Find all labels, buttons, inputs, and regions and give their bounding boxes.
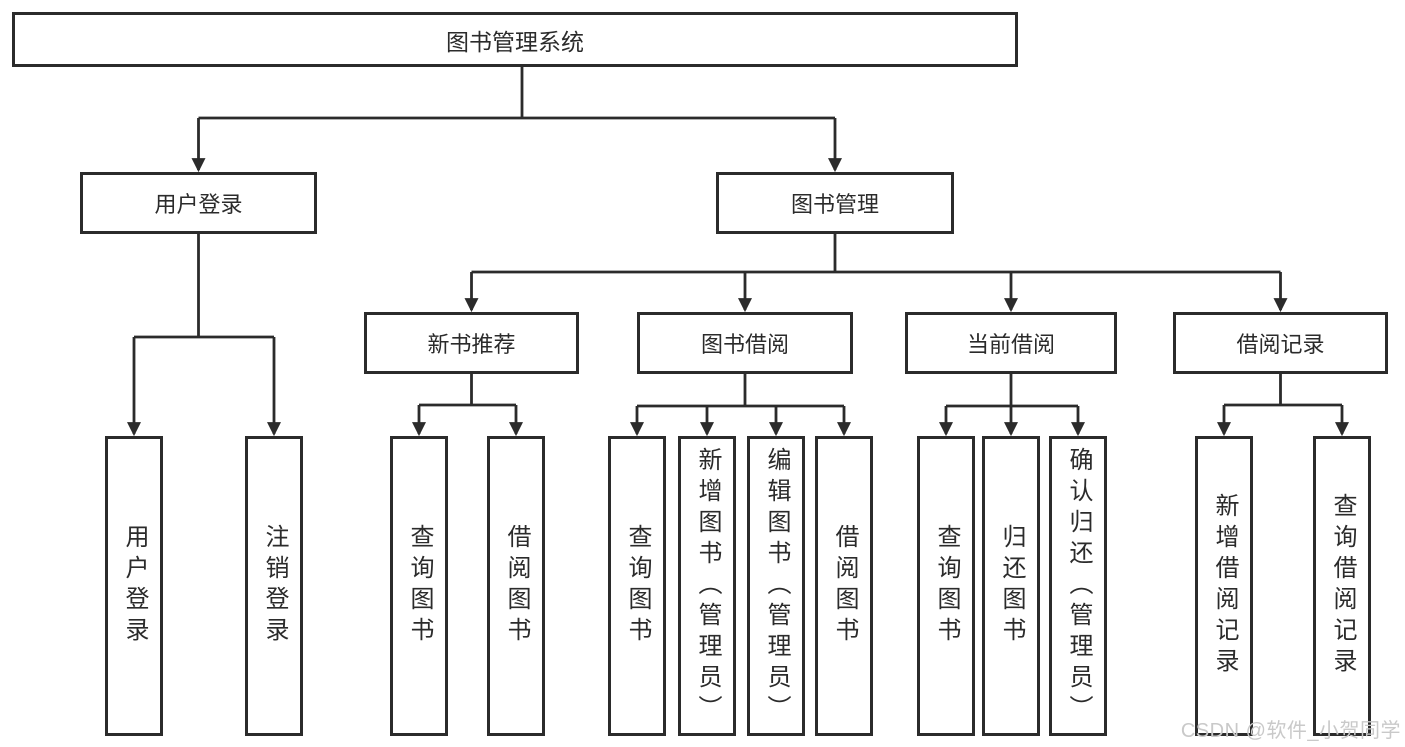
connector-borrowing-split [637, 374, 844, 406]
node-book-borrowing: 图书借阅 [637, 312, 853, 374]
node-confirm-return-admin-label: 确认归还（管理员） [1066, 447, 1090, 726]
node-query-borrow-record-label: 查询借阅记录 [1330, 493, 1354, 679]
connector-book-management-split [472, 234, 1281, 272]
node-query-books-recommend: 查询图书 [390, 436, 448, 736]
connector-recommend-split [419, 374, 516, 405]
node-query-books-recommend-label: 查询图书 [407, 524, 431, 648]
node-new-book-recommendation: 新书推荐 [364, 312, 579, 374]
connector-root-split [199, 67, 836, 118]
csdn-watermark: CSDN @软件_小贺同学 [1181, 714, 1401, 743]
node-borrow-books-borrow: 借阅图书 [815, 436, 873, 736]
node-new-book-recommendation-label: 新书推荐 [427, 327, 515, 359]
node-query-books-current-label: 查询图书 [934, 524, 958, 648]
node-root-label: 图书管理系统 [446, 23, 584, 57]
node-add-borrow-record: 新增借阅记录 [1195, 436, 1253, 736]
node-user-login: 用户登录 [80, 172, 317, 234]
node-query-borrow-record: 查询借阅记录 [1313, 436, 1371, 736]
node-current-borrowing: 当前借阅 [905, 312, 1117, 374]
node-logout-login: 注销登录 [245, 436, 303, 736]
node-add-borrow-record-label: 新增借阅记录 [1212, 493, 1236, 679]
node-return-books-label: 归还图书 [999, 524, 1023, 648]
connector-records-split [1224, 374, 1342, 405]
node-query-books-borrow: 查询图书 [608, 436, 666, 736]
node-borrow-books-recommend: 借阅图书 [487, 436, 545, 736]
node-book-management-label: 图书管理 [791, 187, 879, 219]
node-user-login-label: 用户登录 [154, 187, 242, 219]
node-edit-books-admin-label: 编辑图书（管理员） [764, 447, 788, 726]
node-add-books-admin: 新增图书（管理员） [678, 436, 736, 736]
node-borrow-books-recommend-label: 借阅图书 [504, 524, 528, 648]
node-add-books-admin-label: 新增图书（管理员） [695, 447, 719, 726]
node-user-login-leaf-label: 用户登录 [122, 524, 146, 648]
node-root: 图书管理系统 [12, 12, 1018, 67]
node-return-books: 归还图书 [982, 436, 1040, 736]
node-query-books-current: 查询图书 [917, 436, 975, 736]
node-logout-login-label: 注销登录 [262, 524, 286, 648]
connector-current-split [946, 374, 1078, 406]
node-borrow-books-borrow-label: 借阅图书 [832, 524, 856, 648]
node-query-books-borrow-label: 查询图书 [625, 524, 649, 648]
connector-user-login-split [134, 234, 274, 337]
node-borrowing-records: 借阅记录 [1173, 312, 1388, 374]
node-confirm-return-admin: 确认归还（管理员） [1049, 436, 1107, 736]
node-current-borrowing-label: 当前借阅 [967, 327, 1055, 359]
node-book-borrowing-label: 图书借阅 [701, 327, 789, 359]
node-borrowing-records-label: 借阅记录 [1236, 327, 1324, 359]
node-user-login-leaf: 用户登录 [105, 436, 163, 736]
node-edit-books-admin: 编辑图书（管理员） [747, 436, 805, 736]
node-book-management: 图书管理 [716, 172, 954, 234]
